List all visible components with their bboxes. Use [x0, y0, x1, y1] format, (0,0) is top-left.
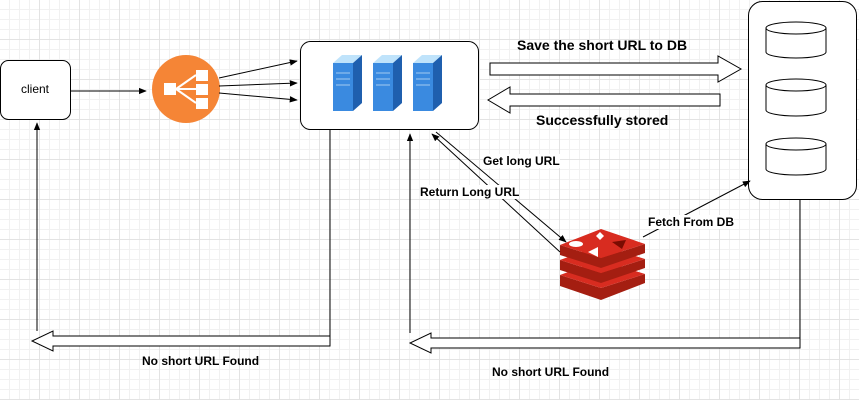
- return-long-url-label: Return Long URL: [420, 185, 520, 199]
- successfully-stored-label: Successfully stored: [536, 112, 669, 128]
- lb-to-server-arrows: [218, 59, 298, 103]
- stored-response-arrow: [487, 86, 721, 114]
- database-icon: [765, 21, 827, 176]
- client-label: client: [21, 82, 50, 96]
- no-short-url-found-left-label: No short URL Found: [142, 354, 260, 368]
- load-balancer-icon[interactable]: [152, 55, 220, 123]
- client-node[interactable]: [0, 60, 71, 120]
- no-short-url-found-right-label: No short URL Found: [492, 365, 610, 379]
- no-short-url-left-arrow: [30, 330, 331, 352]
- save-to-db-arrow: [489, 55, 743, 83]
- fetch-from-db-label: Fetch From DB: [648, 215, 735, 229]
- get-long-url-label: Get long URL: [483, 154, 560, 168]
- no-short-url-right-arrow: [408, 332, 801, 354]
- server-rack-icon: [333, 55, 442, 111]
- save-short-url-label: Save the short URL to DB: [517, 37, 688, 53]
- redis-cache-icon[interactable]: [560, 229, 645, 300]
